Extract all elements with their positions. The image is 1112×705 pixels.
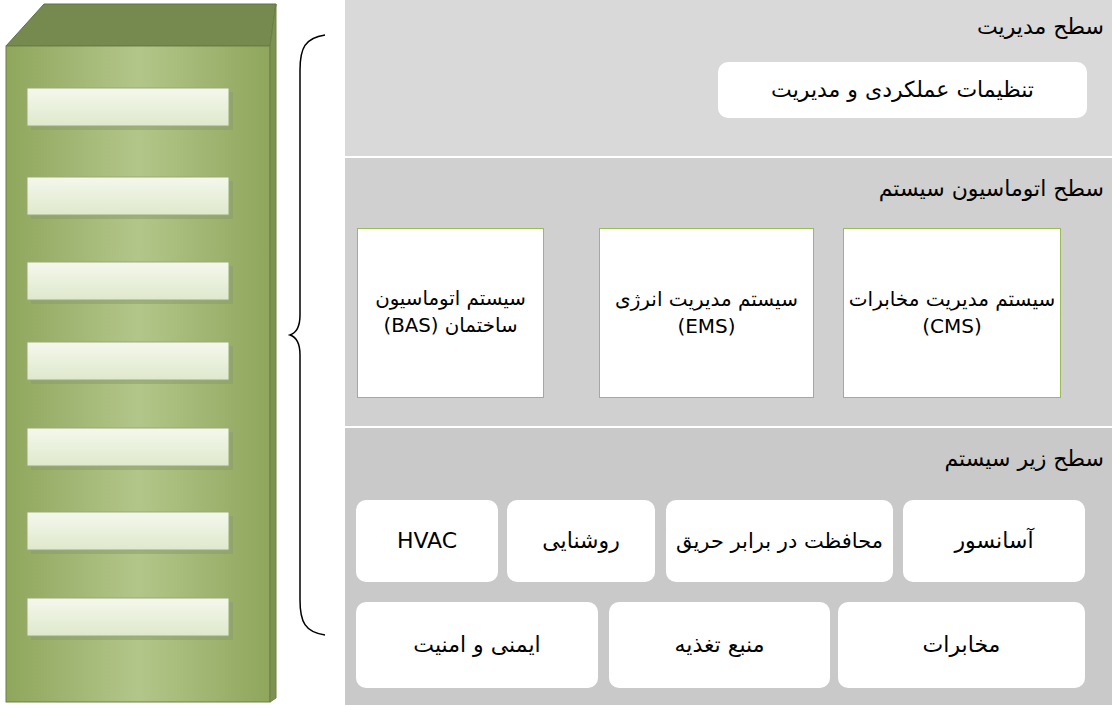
building-roof (6, 4, 276, 46)
window (27, 512, 229, 550)
window (27, 342, 229, 380)
building-side (270, 4, 276, 702)
system-box: مخابرات (838, 602, 1085, 688)
window (27, 177, 229, 215)
box-label: سیستم مدیریت مخابرات (CMS) (844, 286, 1060, 340)
system-box: تنظیمات عملکردی و مدیریت (718, 62, 1087, 118)
system-box: منبع تغذیه (609, 602, 830, 688)
box-label: سیستم مدیریت انرژی (EMS) (600, 286, 813, 340)
box-label: مخابرات (923, 630, 1001, 660)
level-band: سطح مدیریت تنظیمات عملکردی و مدیریت (345, 0, 1112, 156)
system-box: آسانسور (903, 500, 1085, 582)
box-label: آسانسور (955, 526, 1034, 556)
system-box: ایمنی و امنیت (356, 602, 598, 688)
box-label: منبع تغذیه (675, 630, 765, 660)
system-box: HVAC (356, 500, 498, 582)
window (27, 88, 229, 126)
box-label: سیستم اتوماسیون ساختمان (BAS) (358, 286, 543, 339)
box-label: HVAC (397, 526, 457, 556)
system-box: سیستم مدیریت مخابرات (CMS) (843, 228, 1061, 398)
box-label: محافظت در برابر حریق (676, 527, 883, 555)
system-box: سیستم اتوماسیون ساختمان (BAS) (357, 228, 544, 398)
box-label: روشنایی (542, 526, 619, 556)
box-label: ایمنی و امنیت (413, 630, 540, 660)
level-heading: سطح اتوماسیون سیستم (879, 176, 1104, 201)
box-label: تنظیمات عملکردی و مدیریت (771, 75, 1034, 105)
building-front (6, 46, 270, 702)
level-band: سطح زیر سیستم آسانسور محافظت در برابر حریق… (345, 428, 1112, 705)
window (27, 262, 229, 300)
window (27, 598, 229, 636)
system-box: محافظت در برابر حریق (666, 500, 893, 582)
window (27, 428, 229, 466)
level-heading: سطح زیر سیستم (944, 446, 1104, 471)
curly-brace (290, 35, 325, 635)
level-heading: سطح مدیریت (977, 14, 1104, 39)
system-box: روشنایی (507, 500, 655, 582)
building-windows (27, 88, 233, 640)
level-band: سطح اتوماسیون سیستم سیستم مدیریت مخابرات … (345, 158, 1112, 426)
system-box: سیستم مدیریت انرژی (EMS) (599, 228, 814, 398)
